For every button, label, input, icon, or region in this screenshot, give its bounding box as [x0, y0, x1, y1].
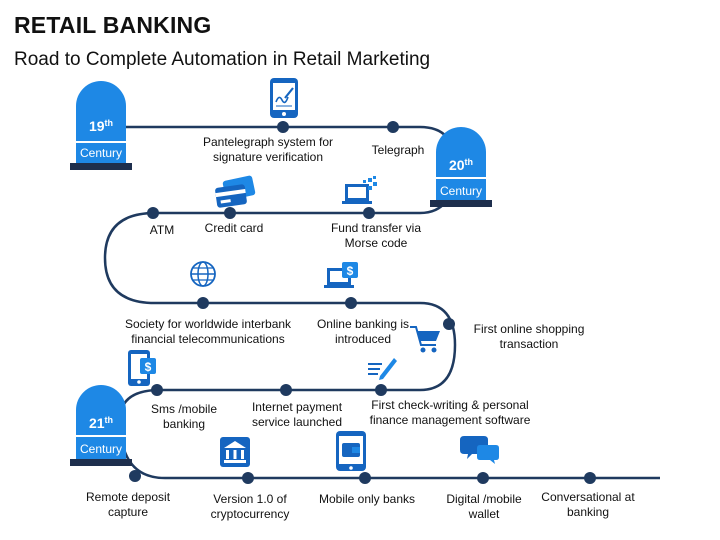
milestone-label-swift: Society for worldwide interbank financia…: [124, 317, 292, 346]
bank-building-icon: [220, 437, 250, 467]
svg-text:$: $: [145, 360, 152, 374]
milestone-dot-internet-payment: [280, 384, 292, 396]
milestone-label-online-banking: Online banking is introduced: [316, 317, 410, 346]
milestone-dot-digital-wallet: [477, 472, 489, 484]
century-word: Century: [80, 146, 122, 160]
century-number: 19: [89, 118, 105, 134]
credit-cards-icon: [215, 175, 256, 208]
mobile-dollar-icon: $: [128, 350, 156, 386]
svg-text:20th: 20th: [449, 157, 473, 173]
milestone-label-internet-payment: Internet payment service launched: [251, 400, 343, 429]
milestone-dot-cryptocurrency: [242, 472, 254, 484]
chat-bubbles-icon: [460, 436, 499, 464]
svg-text:19th: 19th: [89, 118, 113, 134]
century-number: 21: [89, 415, 105, 431]
milestone-dot-atm: [147, 207, 159, 219]
milestone-label-sms-banking: Sms /mobile banking: [150, 402, 218, 431]
page-subtitle: Road to Complete Automation in Retail Ma…: [14, 49, 431, 70]
milestone-dot-remote-deposit: [129, 470, 141, 482]
century-pillar-20: 20th Century: [430, 127, 492, 207]
page-title: RETAIL BANKING: [14, 12, 212, 38]
laptop-dollar-icon: $: [324, 262, 358, 288]
milestone-label-cryptocurrency: Version 1.0 of cryptocurrency: [210, 492, 290, 521]
milestone-dot-swift: [197, 297, 209, 309]
century-suffix: th: [105, 118, 114, 128]
globe-icon: [190, 261, 216, 287]
milestone-dot-online-shopping: [443, 318, 455, 330]
milestone-dot-credit-card: [224, 207, 236, 219]
milestone-dots: [129, 121, 596, 484]
milestone-label-digital-wallet: Digital /mobile wallet: [446, 492, 522, 521]
milestone-label-atm: ATM: [149, 223, 175, 237]
milestone-dot-online-banking: [345, 297, 357, 309]
milestone-dot-telegraph: [387, 121, 399, 133]
laptop-transfer-icon: [342, 176, 377, 204]
svg-text:$: $: [347, 264, 354, 278]
century-word: Century: [440, 184, 482, 198]
milestone-label-mobile-banks: Mobile only banks: [318, 492, 416, 506]
century-pillar-21: 21th Century: [70, 385, 132, 466]
milestone-label-fund-transfer: Fund transfer via Morse code: [330, 221, 422, 250]
svg-text:21th: 21th: [89, 415, 113, 431]
milestone-label-check-writing: First check-writing & personal finance m…: [369, 398, 531, 427]
milestone-dot-mobile-banks: [359, 472, 371, 484]
milestone-dot-pantelegraph: [277, 121, 289, 133]
milestone-label-remote-deposit: Remote deposit capture: [85, 490, 171, 519]
century-pillar-19: 19th Century: [70, 81, 132, 170]
milestone-label-credit-card: Credit card: [204, 221, 264, 235]
century-word: Century: [80, 442, 122, 456]
milestone-dot-check-writing: [375, 384, 387, 396]
mobile-wallet-icon: [336, 431, 366, 471]
milestone-dot-sms-banking: [151, 384, 163, 396]
century-suffix: th: [105, 415, 114, 425]
milestone-label-telegraph: Telegraph: [371, 143, 425, 157]
milestone-label-online-shopping: First online shopping transaction: [473, 322, 585, 351]
phone-signature-icon: [270, 78, 298, 118]
milestone-label-pantelegraph: Pantelegraph system for signature verifi…: [202, 135, 334, 164]
milestone-label-conversational: Conversational at banking: [541, 490, 635, 519]
century-number: 20: [449, 157, 465, 173]
milestone-dot-fund-transfer: [363, 207, 375, 219]
milestone-dot-conversational: [584, 472, 596, 484]
check-pen-icon: [368, 358, 397, 380]
century-suffix: th: [465, 157, 474, 167]
shopping-cart-icon: [410, 326, 440, 353]
